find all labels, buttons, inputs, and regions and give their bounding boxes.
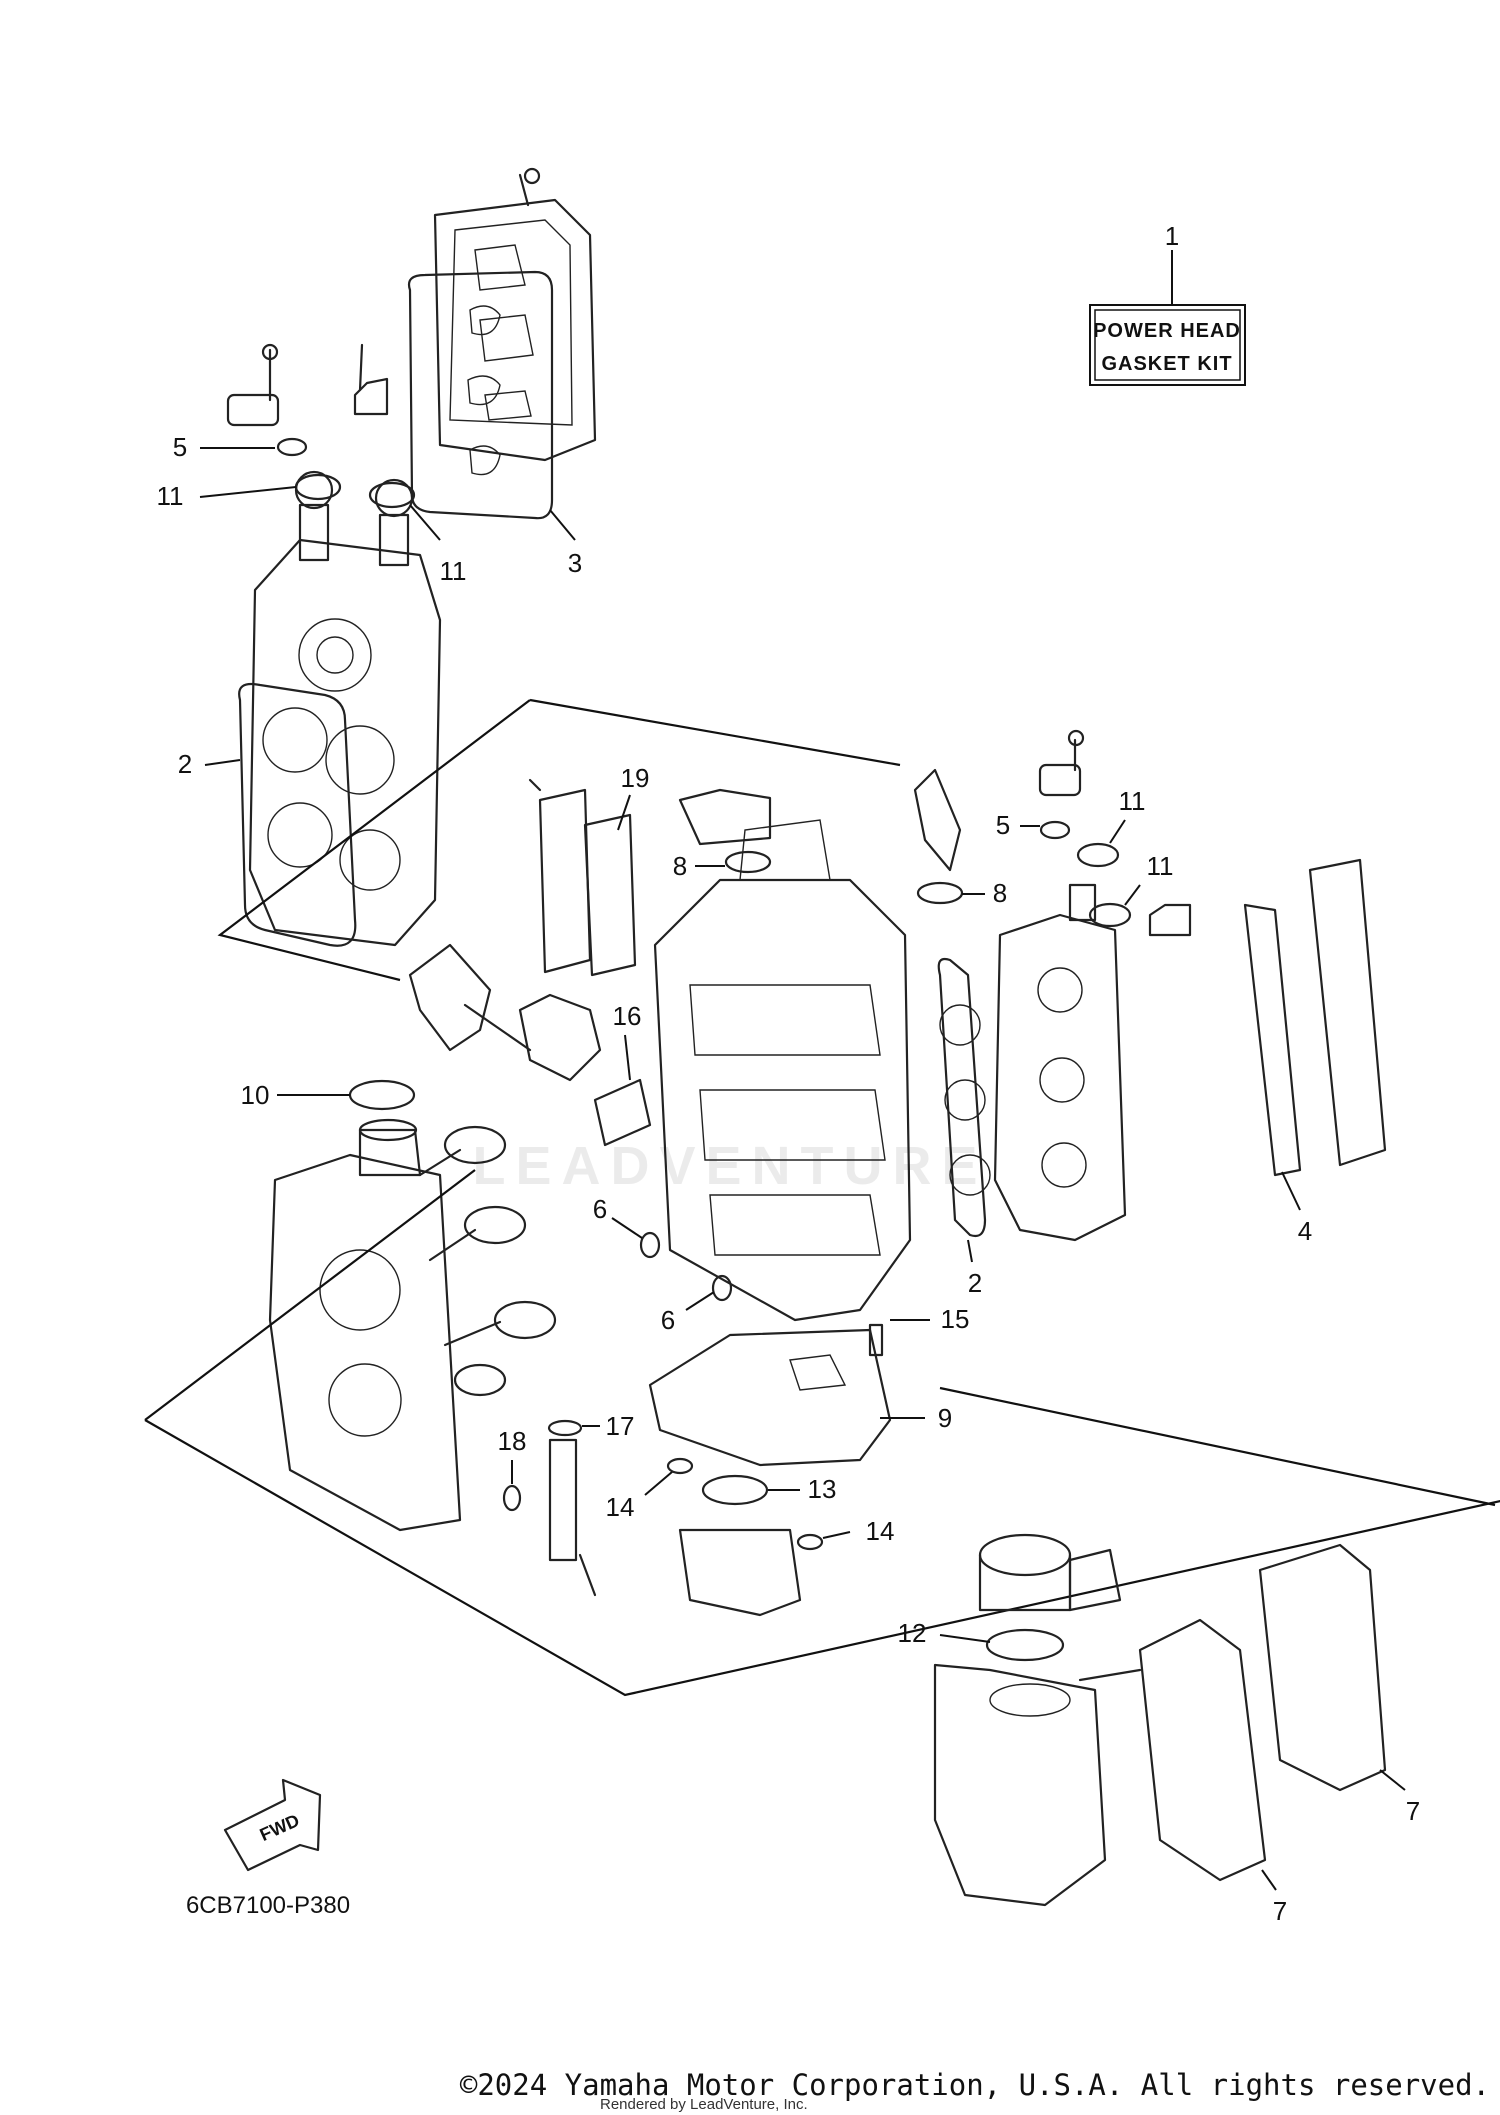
gasket-8-b — [916, 881, 964, 905]
cover-19 — [528, 778, 637, 977]
exhaust-cover-gasket-7-a[interactable] — [1138, 1618, 1267, 1882]
callout-11-right-b[interactable]: 11 — [1147, 851, 1174, 881]
seal-10[interactable] — [348, 1079, 416, 1111]
callout-2-center[interactable]: 2 — [968, 1268, 982, 1298]
callout-9[interactable]: 9 — [938, 1403, 952, 1433]
oil-filter — [408, 943, 602, 1082]
sensor-right — [1038, 729, 1192, 937]
crankcase-left — [268, 1118, 462, 1532]
seal-11-right-a[interactable] — [1076, 842, 1120, 868]
seal-11-right-b[interactable] — [1088, 902, 1132, 928]
o-ring-6-b[interactable] — [711, 1274, 733, 1302]
callout-11-right-a[interactable]: 11 — [1119, 786, 1146, 816]
water-pipe — [548, 1438, 578, 1562]
callout-5-left[interactable]: 5 — [173, 432, 187, 462]
base-gasket-9[interactable] — [648, 1328, 892, 1467]
watermark: LEADVENTURE — [472, 1136, 988, 1196]
o-ring-18[interactable] — [502, 1484, 522, 1512]
rendered-by-text: Rendered by LeadVenture, Inc. — [600, 2096, 808, 2113]
callout-6-b[interactable]: 6 — [661, 1305, 675, 1335]
callout-5-right[interactable]: 5 — [996, 810, 1010, 840]
throttle-body — [978, 1533, 1122, 1612]
diagram-code: 6CB7100-P380 — [186, 1892, 350, 1919]
intake-manifold — [933, 1663, 1107, 1907]
lower-housing — [678, 1528, 802, 1617]
gasket-19 — [583, 813, 637, 977]
seal-13[interactable] — [701, 1474, 769, 1506]
callout-7-a[interactable]: 7 — [1273, 1896, 1287, 1926]
kit-label-line2: GASKET KIT — [1101, 353, 1232, 375]
cylinder-head-cover-top — [433, 167, 597, 462]
callout-18[interactable]: 18 — [498, 1426, 527, 1456]
crankshaft-pistons — [418, 1125, 557, 1397]
o-ring-6-a[interactable] — [639, 1231, 661, 1259]
seal-11-left-b — [368, 481, 416, 509]
callout-4[interactable]: 4 — [1298, 1216, 1312, 1246]
gasket-8-a — [724, 850, 772, 874]
o-ring-14-b[interactable] — [796, 1533, 824, 1551]
head-gasket-center — [937, 957, 987, 1238]
callout-11-left-a[interactable]: 11 — [157, 481, 184, 511]
callout-15[interactable]: 15 — [941, 1304, 970, 1334]
cylinder-head-left — [248, 470, 442, 947]
head-cover-gasket-3 — [407, 270, 554, 520]
callout-11-left-b[interactable]: 11 — [440, 556, 467, 586]
exhaust-cover-gasket-7-b[interactable] — [1258, 1543, 1387, 1792]
head-gasket-left — [238, 682, 357, 947]
copyright-footer: ©2024 Yamaha Motor Corporation, U.S.A. A… — [0, 2068, 1500, 2102]
head-cover-right — [1308, 858, 1387, 1167]
head-cover-gasket-4[interactable] — [1243, 903, 1302, 1177]
callout-8-a[interactable]: 8 — [673, 851, 687, 881]
callout-17[interactable]: 17 — [606, 1411, 635, 1441]
gasket-16[interactable] — [593, 1078, 652, 1147]
callout-13[interactable]: 13 — [808, 1474, 837, 1504]
callout-14-a[interactable]: 14 — [606, 1492, 635, 1522]
callout-10[interactable]: 10 — [241, 1080, 270, 1110]
callout-14-b[interactable]: 14 — [866, 1516, 895, 1546]
cylinder-head-right — [993, 883, 1127, 1242]
o-ring-5-left — [276, 437, 308, 457]
callout-1[interactable]: 1 — [1165, 221, 1179, 251]
power-head-gasket-kit-box[interactable]: POWER HEAD GASKET KIT — [1089, 304, 1246, 386]
callout-19[interactable]: 19 — [621, 763, 650, 793]
cylinder-block — [653, 819, 912, 1322]
copyright-text: ©2024 Yamaha Motor Corporation, U.S.A. A… — [459, 2068, 1490, 2102]
sensor-left — [226, 343, 389, 427]
o-ring-14-a[interactable] — [666, 1457, 694, 1475]
gasket-12[interactable] — [985, 1628, 1065, 1662]
callout-2-left[interactable]: 2 — [178, 749, 192, 779]
callout-3[interactable]: 3 — [568, 548, 582, 578]
o-ring-17[interactable] — [547, 1419, 583, 1437]
kit-label-line1: POWER HEAD — [1093, 320, 1241, 342]
o-ring-5-right[interactable] — [1039, 820, 1071, 840]
fwd-label: FWD — [257, 1810, 303, 1845]
callout-12[interactable]: 12 — [898, 1618, 927, 1648]
fwd-arrow-icon: FWD — [223, 1778, 322, 1872]
seal-11-left-a — [294, 473, 342, 501]
callout-6-a[interactable]: 6 — [593, 1194, 607, 1224]
callout-7-b[interactable]: 7 — [1406, 1796, 1420, 1826]
callout-16[interactable]: 16 — [613, 1001, 642, 1031]
callout-8-b[interactable]: 8 — [993, 878, 1007, 908]
